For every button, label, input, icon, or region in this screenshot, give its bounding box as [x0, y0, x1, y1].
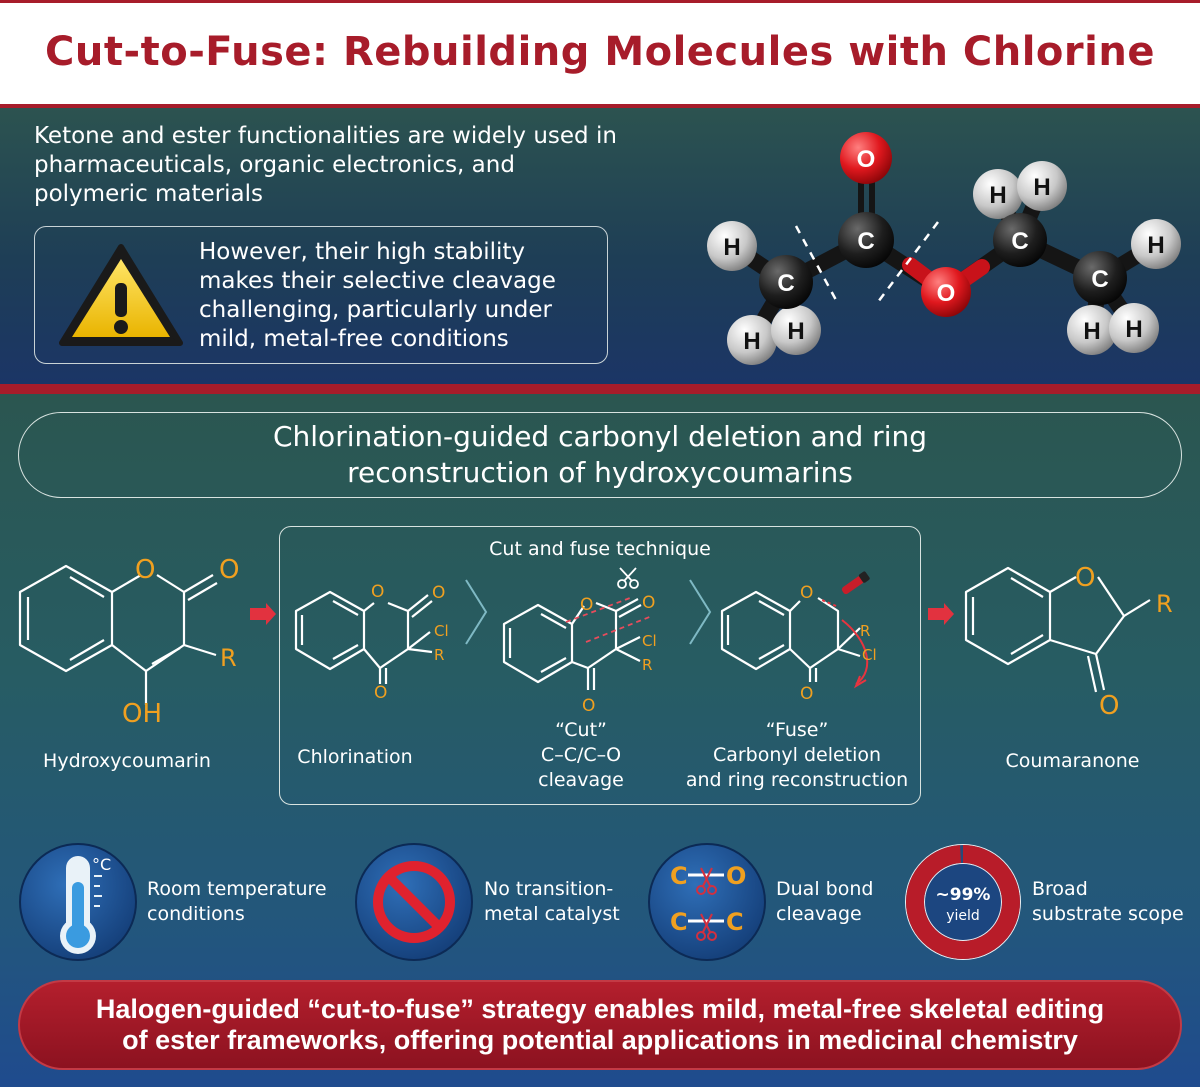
atom-label: C [670, 862, 688, 890]
hydroxycoumarin-structure [18, 564, 218, 705]
atom-label: C [1091, 266, 1108, 293]
no-catalyst-icon [355, 843, 473, 961]
fuse-label: “Fuse” Carbonyl deletion and ring recons… [685, 719, 909, 791]
atom-label: H [1033, 174, 1050, 201]
cut-intermediate [502, 598, 642, 690]
atom-label: O [642, 593, 655, 613]
atom-label: O [800, 684, 813, 704]
feature-no-catalyst: No transition- metal catalyst [484, 878, 620, 925]
atom-label: H [1125, 316, 1142, 343]
atom-label: R [434, 646, 444, 664]
thermometer-icon: °C [19, 843, 137, 961]
conclusion-text: Halogen-guided “cut-to-fuse” strategy en… [95, 994, 1105, 1055]
atom-label: O [374, 683, 387, 703]
technique-box [279, 526, 921, 805]
pipette-icon [841, 571, 870, 595]
atom-label: O [726, 862, 746, 890]
technique-title: Cut and fuse technique [489, 538, 711, 560]
atom-label: O [800, 583, 813, 603]
atom-label: ~99% [936, 885, 991, 905]
atom-label: R [642, 656, 652, 674]
coumaranone-label: Coumaranone [1005, 750, 1140, 772]
atom-label: Cl [642, 632, 657, 650]
yield-progress-arc [906, 845, 1020, 959]
feature-room-temperature: Room temperature conditions [147, 878, 327, 925]
cut-label: “Cut” C–C/C–O cleavage [538, 719, 624, 791]
section-divider [0, 384, 1200, 394]
atom-label: H [989, 182, 1006, 209]
intro-text: Ketone and ester functionalities are wid… [34, 123, 617, 207]
yield-ring-gauge: ~99% yield [905, 844, 1021, 960]
chlorination-label: Chlorination [297, 746, 413, 768]
coumaranone-structure [964, 566, 1151, 693]
atom-label: H [723, 234, 740, 261]
fuse-intermediate [720, 590, 861, 682]
bottom-strip [0, 1079, 1200, 1087]
warning-text: However, their high stability makes thei… [199, 239, 556, 352]
dual-bond-icon: C O C C [648, 843, 766, 961]
atom-label: O [582, 696, 595, 716]
atom-label: R [860, 622, 870, 640]
main-panel [0, 394, 1200, 1087]
atom-label: °C [92, 855, 111, 874]
atom-label: C [670, 908, 688, 936]
atom-label: O [580, 595, 593, 615]
atom-label: H [1083, 318, 1100, 345]
atom-label: O [1075, 563, 1095, 593]
atom-label: C [1011, 228, 1028, 255]
atom-label: O [432, 583, 445, 603]
atom-label: C [726, 908, 744, 936]
atom-label: yield [946, 908, 980, 924]
header-banner: Cut-to-Fuse: Rebuilding Molecules with C… [0, 0, 1200, 104]
atom-label: Cl [434, 622, 449, 640]
page-title: Cut-to-Fuse: Rebuilding Molecules with C… [45, 29, 1155, 75]
section-title-pill: Chlorination-guided carbonyl deletion an… [18, 412, 1182, 498]
atom-label: R [1156, 590, 1173, 618]
atom-label: O [371, 582, 384, 602]
atom-label: C [857, 228, 874, 255]
atom-label: O [857, 146, 876, 173]
chlorinated-intermediate [294, 590, 433, 684]
feature-dual-bond: Dual bond cleavage [776, 878, 874, 925]
scissors-icon [617, 567, 639, 589]
atom-label: OH [122, 699, 162, 729]
atom-label: H [743, 328, 760, 355]
atom-label: O [937, 280, 956, 307]
atom-label: H [1147, 232, 1164, 259]
hydroxycoumarin-label: Hydroxycoumarin [43, 750, 211, 772]
atom-label: O [1099, 691, 1119, 721]
ester-molecule-model: H H H C C O O H H C H H H C [707, 132, 1181, 365]
atom-label: O [135, 555, 155, 585]
warning-box [34, 226, 608, 364]
feature-broad-scope: Broad substrate scope [1032, 878, 1184, 925]
warning-icon [59, 244, 183, 346]
atom-label: Cl [862, 646, 877, 664]
atom-label: H [787, 318, 804, 345]
atom-label: C [777, 270, 794, 297]
atom-label: R [220, 644, 237, 672]
section-title: Chlorination-guided carbonyl deletion an… [272, 420, 927, 489]
atom-label: O [219, 555, 239, 585]
conclusion-banner: Halogen-guided “cut-to-fuse” strategy en… [18, 980, 1182, 1070]
